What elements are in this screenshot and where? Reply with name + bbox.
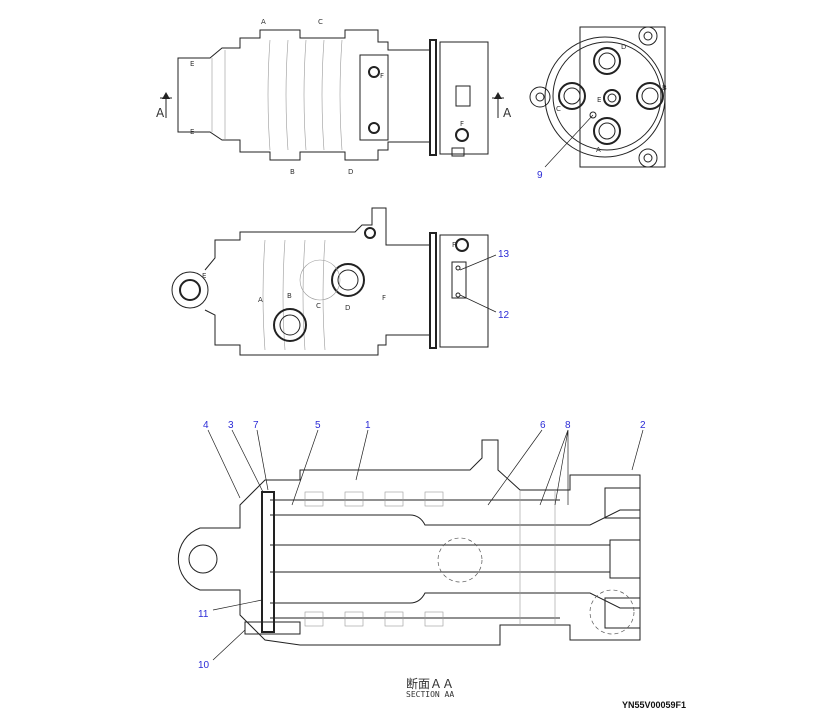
port-label: A (596, 146, 601, 154)
port-label: A (261, 18, 266, 26)
callout-9: 9 (537, 170, 543, 181)
callout-5: 5 (315, 420, 321, 431)
port-label: B (287, 292, 292, 300)
port-label: E (190, 128, 194, 136)
callout-8: 8 (565, 420, 571, 431)
port-label: D (345, 304, 350, 312)
port-label: F (382, 294, 386, 302)
callout-11: 11 (198, 609, 209, 620)
callout-10: 10 (198, 660, 210, 671)
callout-3: 3 (228, 420, 234, 431)
end-view: D B E C A 9 (529, 26, 667, 181)
port-label: E (190, 60, 194, 68)
port-label: E (202, 272, 206, 280)
section-title-jp: 断面ＡＡ (406, 676, 454, 691)
drawing-code: YN55V00059F1 (622, 700, 686, 710)
callout-4: 4 (203, 420, 209, 431)
section-title-en: SECTION AA (406, 690, 454, 699)
port-label: B (662, 84, 667, 92)
callout-7: 7 (253, 420, 259, 431)
port-label: D (621, 43, 626, 51)
port-label: E (597, 96, 601, 104)
section-view: 4 3 7 5 1 6 8 2 11 10 断面ＡＡ SECTION AA (177, 420, 646, 699)
port-label: B (290, 168, 295, 176)
port-label: F (452, 241, 456, 249)
section-mark: A (156, 106, 165, 120)
section-mark: A (503, 106, 512, 120)
callout-2: 2 (640, 420, 646, 431)
port-label: F (460, 120, 464, 128)
callout-12: 12 (498, 310, 510, 321)
callout-1: 1 (365, 420, 371, 431)
side-view: F E A B C D F 13 12 (171, 207, 510, 356)
port-label: F (380, 72, 384, 80)
callout-6: 6 (540, 420, 546, 431)
port-label: C (316, 302, 321, 310)
port-label: C (318, 18, 323, 26)
port-label: D (348, 168, 353, 176)
top-view: A C B D E E F F A A (156, 18, 512, 176)
port-label: A (258, 296, 263, 304)
callout-13: 13 (498, 249, 510, 260)
port-label: C (556, 105, 561, 113)
